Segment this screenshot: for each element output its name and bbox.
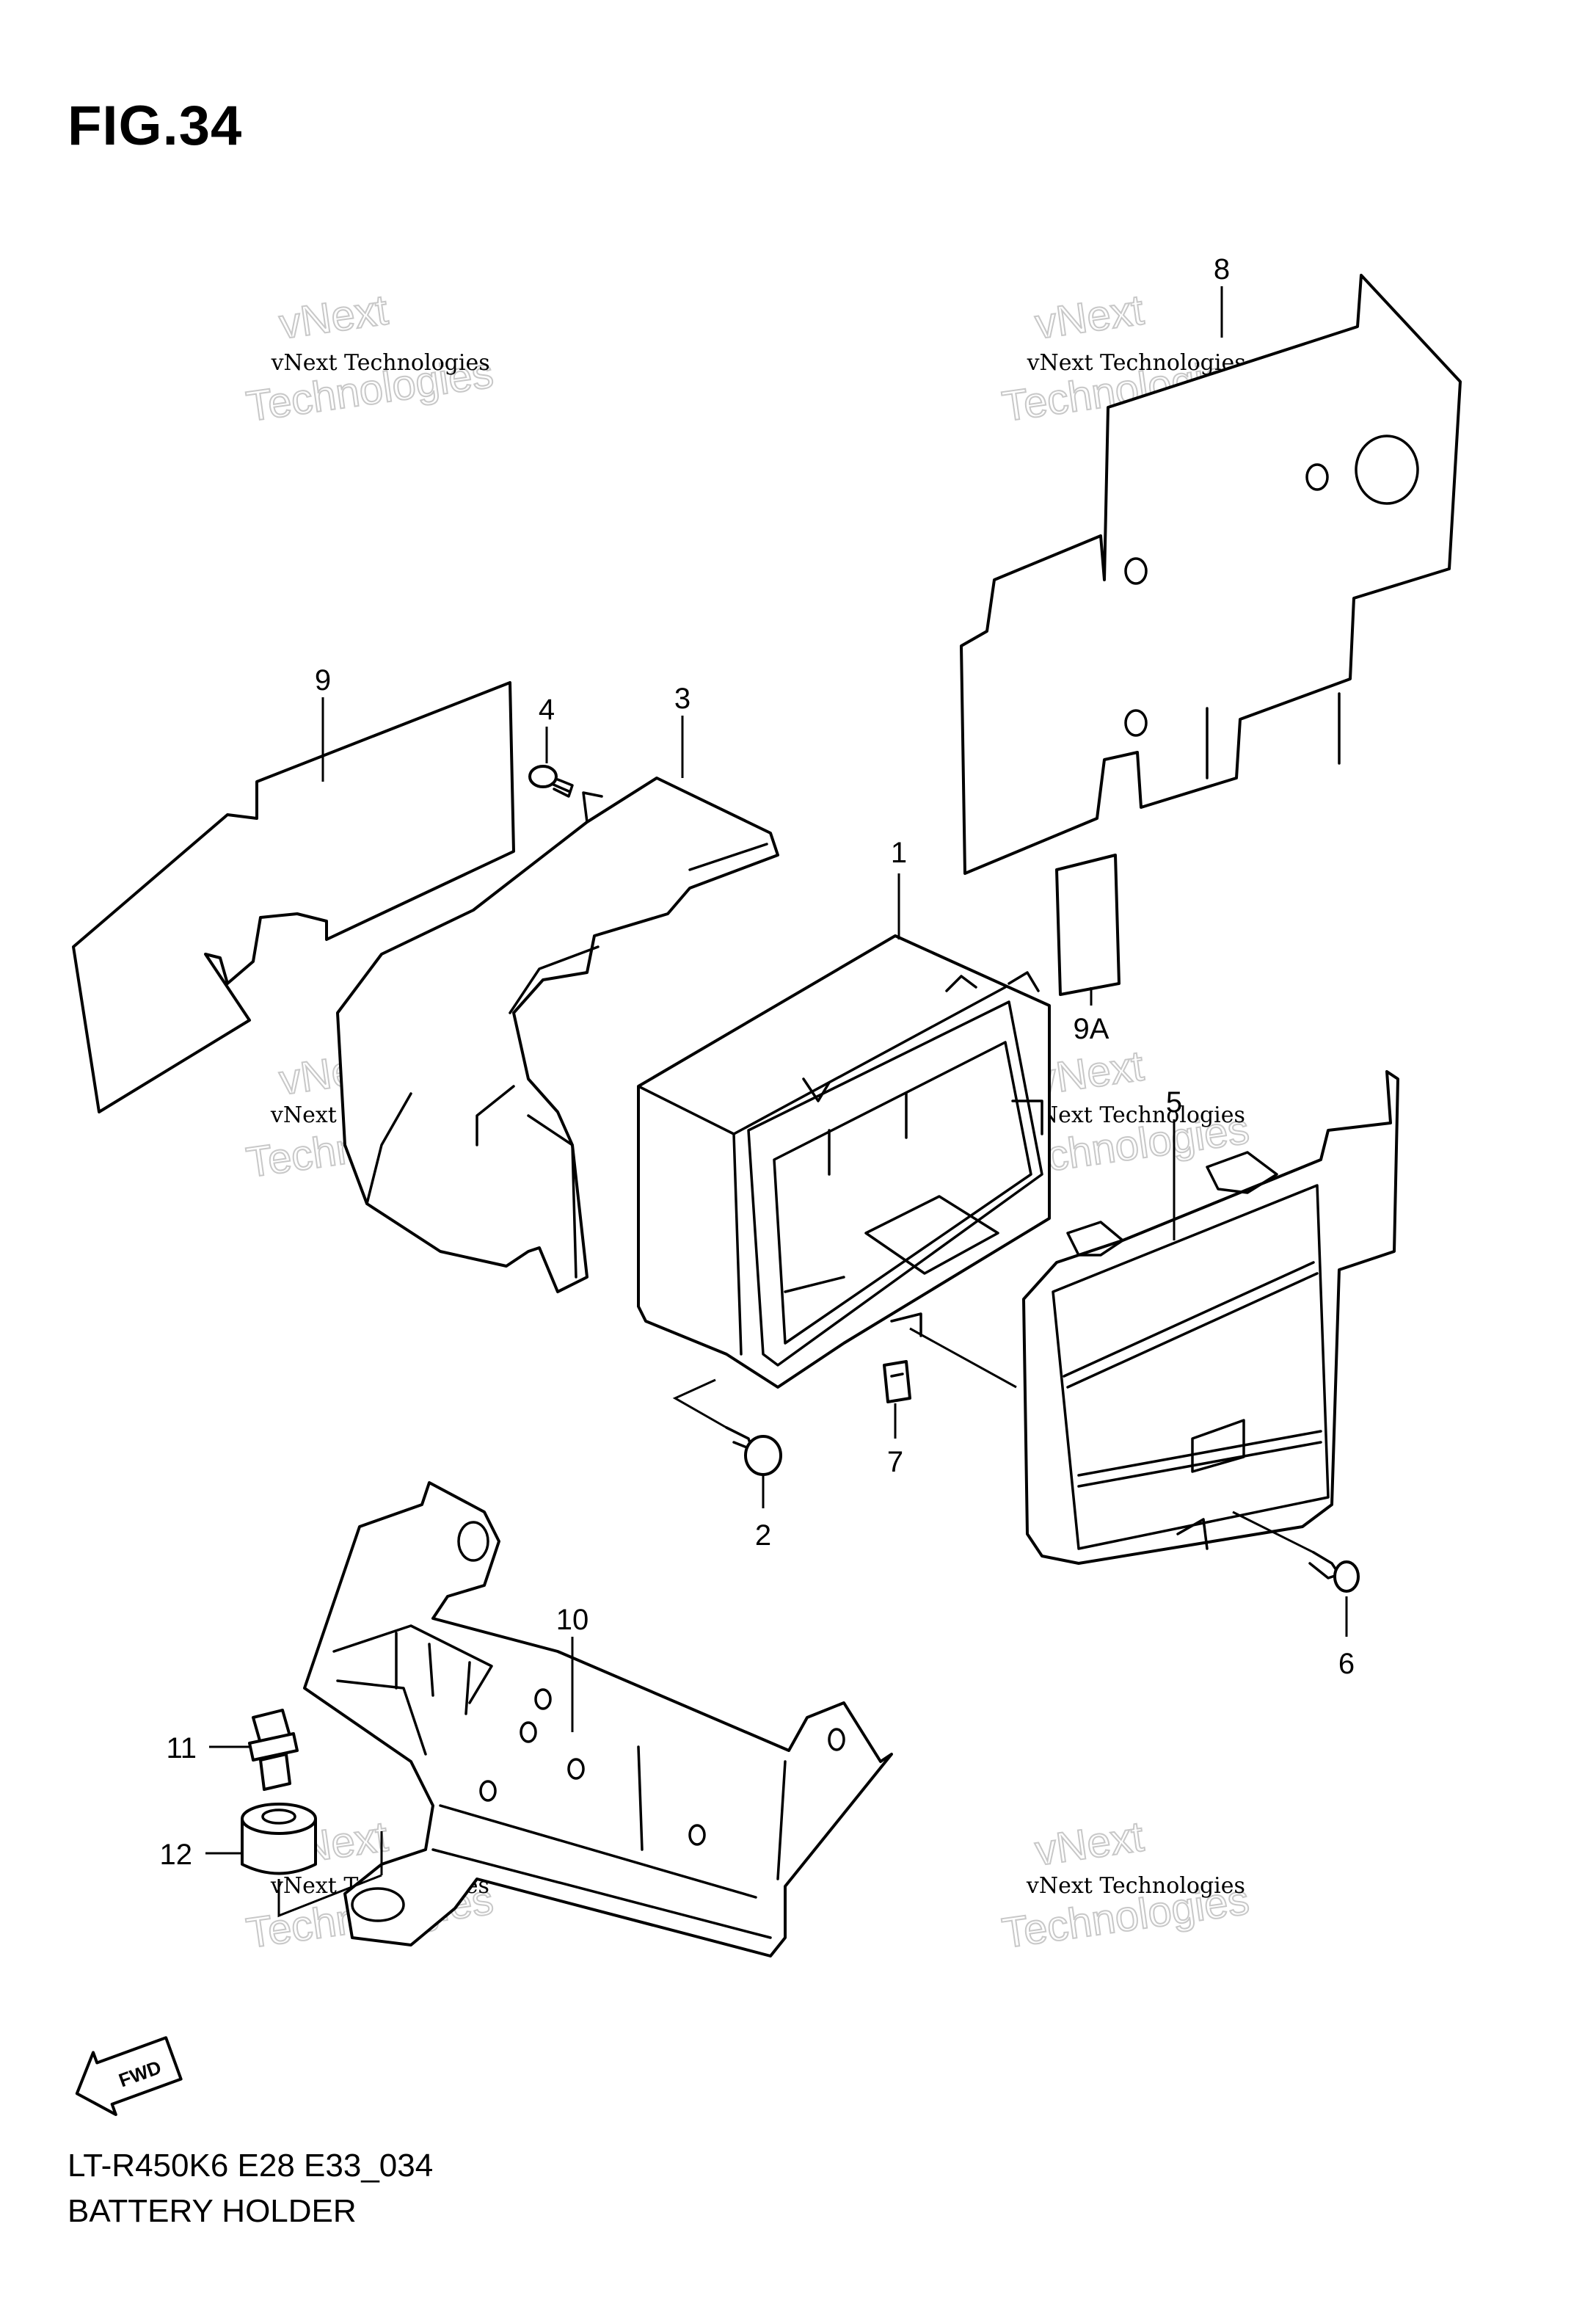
part-3-cover: 3 — [336, 683, 779, 1293]
watermark-text: vNext — [1032, 286, 1147, 348]
watermark-text: vNext Technologies — [1026, 1873, 1245, 1899]
part-9-pad: 9 — [72, 664, 515, 1113]
part-9a-pad: 9A — [1055, 854, 1121, 1045]
part-11-bolt: 11 — [166, 1709, 299, 1791]
figure-title: FIG.34 — [68, 95, 243, 157]
callout-3: 3 — [674, 683, 690, 715]
watermark-top-left: vNext Technologies vNext Technologies — [243, 285, 497, 431]
watermark-bottom-right: vNext Technologies vNext Technologies — [999, 1811, 1253, 1957]
watermark-text: vNext — [277, 286, 391, 348]
callout-11: 11 — [166, 1732, 197, 1764]
watermark-text: vNext — [1032, 1812, 1147, 1875]
part-7-clip: 7 — [883, 1360, 911, 1478]
part-2-screw: 2 — [672, 1378, 782, 1552]
part-1-battery-case: 1 — [637, 837, 1051, 1389]
watermark-text: vNext Technologies — [1027, 350, 1246, 376]
callout-8: 8 — [1214, 253, 1230, 286]
callout-9a: 9A — [1074, 1013, 1109, 1045]
callout-4: 4 — [539, 694, 555, 726]
callout-9: 9 — [315, 664, 331, 697]
callout-5: 5 — [1166, 1086, 1182, 1119]
callout-1: 1 — [891, 837, 907, 869]
part-10-bracket: 10 — [303, 1481, 893, 1957]
callout-2: 2 — [755, 1519, 771, 1552]
watermark-text: vNext Technologies — [1026, 1102, 1245, 1128]
diagram-name: BATTERY HOLDER — [68, 2193, 357, 2229]
callout-12: 12 — [160, 1839, 193, 1871]
callout-6: 6 — [1338, 1648, 1355, 1680]
callout-10: 10 — [556, 1604, 589, 1636]
part-5-lid: 5 — [1022, 1070, 1399, 1565]
part-6-screw: 6 — [1232, 1511, 1360, 1680]
diagram-code: LT-R450K6 E28 E33_034 — [68, 2148, 434, 2184]
part-4-screw: 4 — [528, 694, 574, 798]
part-12-mount: 12 — [160, 1803, 383, 1918]
part-8-sheet: 8 — [960, 253, 1462, 875]
forward-arrow-icon: FWD — [75, 2036, 183, 2116]
callout-7: 7 — [887, 1446, 903, 1478]
watermark-text: vNext Technologies — [271, 350, 490, 376]
